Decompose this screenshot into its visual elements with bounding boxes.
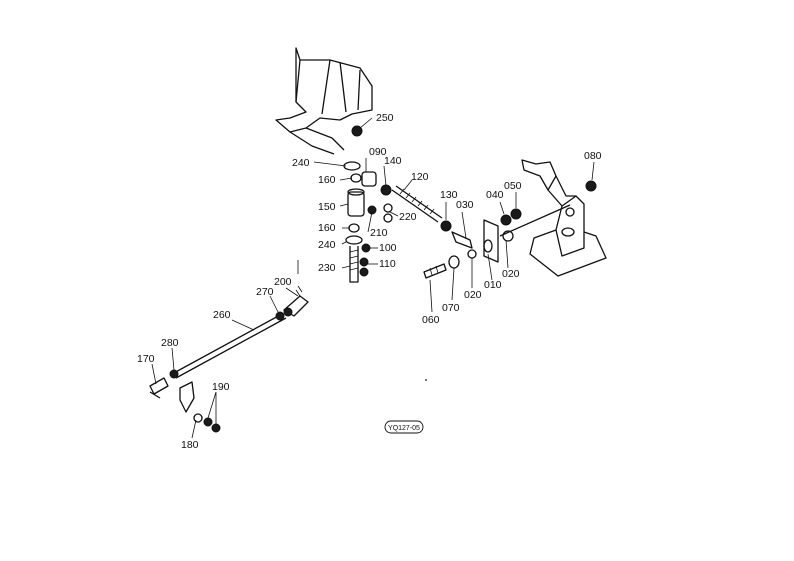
label-210: 210 (370, 227, 388, 239)
stray-dot (425, 379, 427, 381)
label-260: 260 (213, 309, 231, 321)
label-140: 140 (384, 155, 402, 167)
stamp-code: YQ127-05 (388, 425, 420, 432)
label-110: 110 (379, 258, 396, 270)
label-080: 080 (584, 150, 602, 162)
label-150: 150 (318, 201, 336, 213)
label-050: 050 (504, 180, 522, 192)
label-190: 190 (212, 381, 230, 393)
label-200: 200 (274, 276, 292, 288)
label-040: 040 (486, 189, 504, 201)
label-160-upper: 160 (318, 174, 336, 186)
label-160-lower: 160 (318, 222, 336, 234)
label-180: 180 (181, 439, 199, 451)
label-240-lower: 240 (318, 239, 336, 251)
label-120: 120 (411, 171, 429, 183)
lever-bracket (423, 204, 571, 279)
label-100: 100 (379, 242, 397, 254)
threaded-rod (391, 185, 452, 232)
label-280: 280 (161, 337, 179, 349)
label-090: 090 (369, 146, 387, 158)
frame-housing (275, 47, 373, 155)
label-250: 250 (376, 112, 394, 124)
long-rod-assembly (149, 285, 309, 433)
label-030: 030 (456, 199, 474, 211)
label-020-left: 020 (464, 289, 482, 301)
label-220: 220 (399, 211, 417, 223)
label-060: 060 (422, 314, 440, 326)
right-bracket (521, 159, 607, 277)
label-230: 230 (318, 262, 336, 274)
label-130: 130 (440, 189, 458, 201)
part-labels: 250 240 090 140 160 120 150 220 210 160 … (137, 112, 602, 451)
label-240-upper: 240 (292, 157, 310, 169)
label-010: 010 (484, 279, 502, 291)
label-020-right: 020 (502, 268, 520, 280)
leader-lines (151, 117, 595, 439)
label-070: 070 (442, 302, 460, 314)
label-170: 170 (137, 353, 155, 365)
drawing-reference-stamp: YQ127-05 (384, 420, 424, 434)
label-270: 270 (256, 286, 274, 298)
